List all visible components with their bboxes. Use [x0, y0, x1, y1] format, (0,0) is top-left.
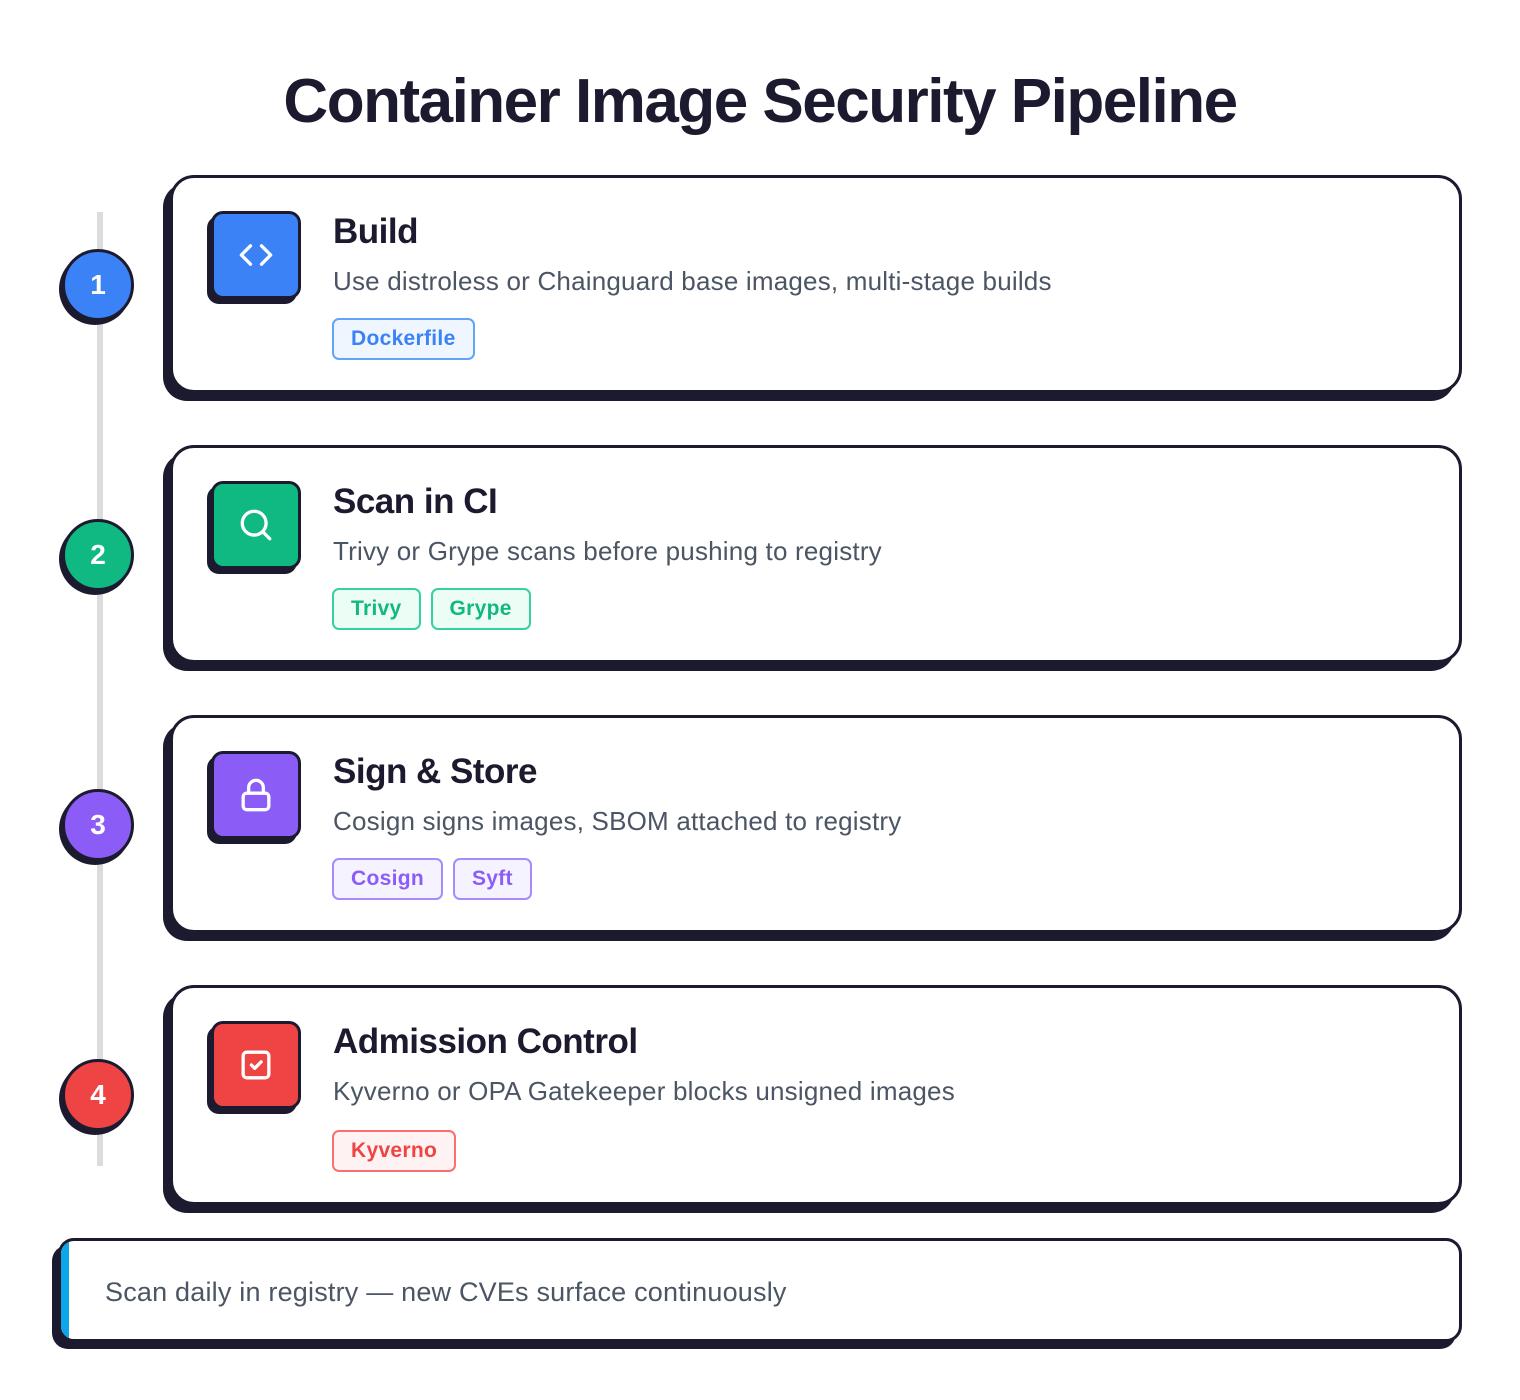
step-description: Use distroless or Chainguard base images… — [333, 266, 1052, 296]
step-description: Kyverno or OPA Gatekeeper blocks unsigne… — [333, 1076, 955, 1106]
tag-cosign: Cosign — [332, 858, 443, 900]
step-title: Build — [333, 212, 418, 251]
note-text: Scan daily in registry — new CVEs surfac… — [105, 1277, 787, 1307]
step-title: Scan in CI — [333, 482, 498, 521]
tag-list: Trivy Grype — [332, 588, 531, 630]
note-accent-bar — [61, 1241, 69, 1339]
step-number-4: 4 — [62, 1059, 134, 1131]
tag-kyverno: Kyverno — [332, 1130, 457, 1172]
tag-dockerfile: Dockerfile — [332, 318, 475, 360]
step-description: Cosign signs images, SBOM attached to re… — [333, 806, 902, 836]
step-card-scan-in-ci: Scan in CI Trivy or Grype scans before p… — [170, 445, 1462, 663]
step-number-1: 1 — [62, 249, 134, 321]
tag-list: Cosign Syft — [332, 858, 532, 900]
tag-list: Kyverno — [332, 1130, 457, 1172]
tag-trivy: Trivy — [332, 588, 421, 630]
step-number-3: 3 — [62, 789, 134, 861]
tag-list: Dockerfile — [332, 318, 475, 360]
step-card-build: Build Use distroless or Chainguard base … — [170, 175, 1462, 393]
timeline-line — [97, 212, 103, 1166]
step-card-sign-and-store: Sign & Store Cosign signs images, SBOM a… — [170, 715, 1462, 933]
step-title: Sign & Store — [333, 752, 538, 791]
step-card-admission-control: Admission Control Kyverno or OPA Gatekee… — [170, 985, 1462, 1205]
page-title: Container Image Security Pipeline — [283, 67, 1238, 136]
checkbox-icon — [211, 1021, 301, 1109]
step-number-2: 2 — [62, 519, 134, 591]
code-brackets-icon — [211, 211, 301, 299]
search-icon — [211, 481, 301, 569]
info-note: Scan daily in registry — new CVEs surfac… — [58, 1238, 1462, 1342]
tag-syft: Syft — [452, 858, 532, 900]
step-description: Trivy or Grype scans before pushing to r… — [333, 536, 882, 566]
lock-icon — [211, 751, 301, 839]
tag-grype: Grype — [430, 588, 531, 630]
step-title: Admission Control — [333, 1022, 638, 1061]
